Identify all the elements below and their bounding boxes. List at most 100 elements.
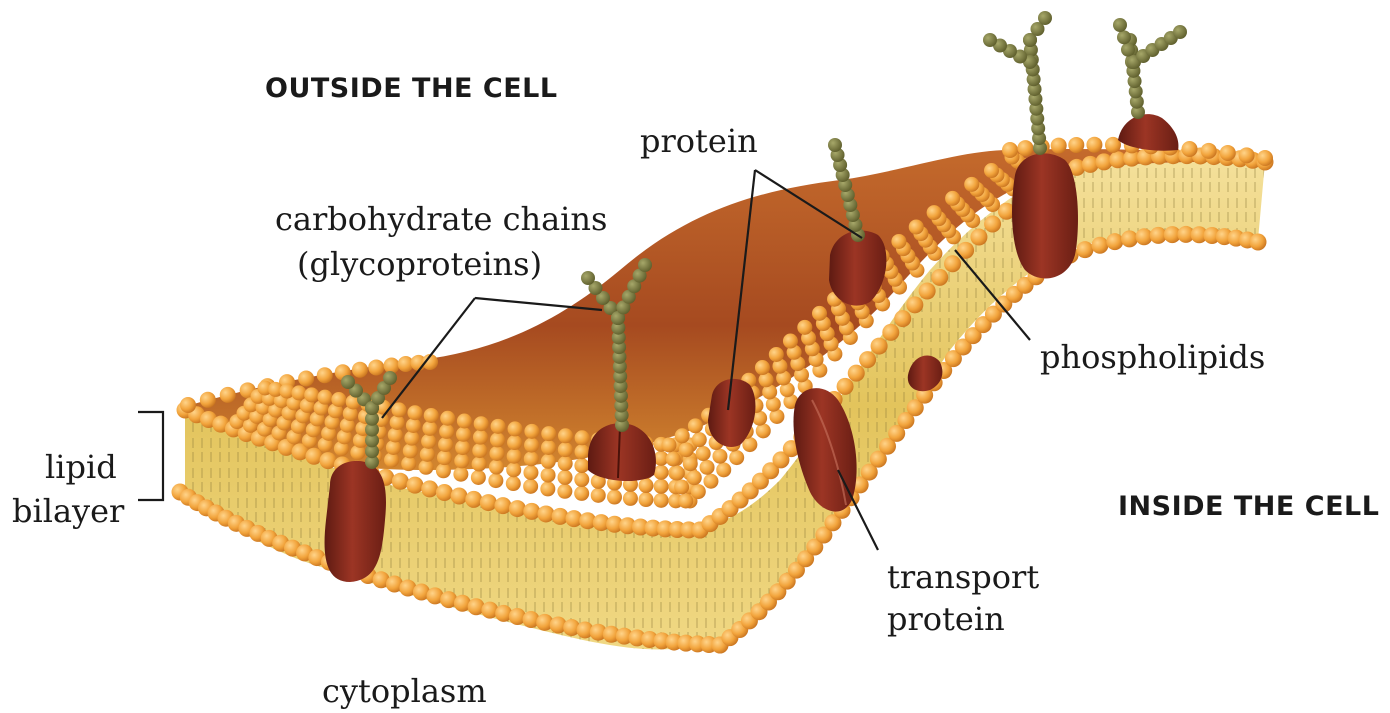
phospholipid-head bbox=[436, 484, 453, 501]
phospholipid-head bbox=[421, 480, 438, 497]
phospholipid-head bbox=[1121, 230, 1138, 247]
phospholipid-head bbox=[494, 497, 511, 514]
phospholipid-head bbox=[507, 421, 522, 436]
sugar-bead bbox=[1121, 43, 1135, 57]
phospholipid-head bbox=[558, 456, 573, 471]
phospholipid-head bbox=[440, 411, 455, 426]
phospholipid-head bbox=[909, 219, 924, 234]
sugar-bead bbox=[1117, 30, 1131, 44]
phospholipid-head bbox=[437, 450, 452, 465]
phospholipid-head bbox=[894, 310, 911, 327]
label-transport: transport bbox=[887, 558, 1039, 596]
phospholipid-head bbox=[451, 487, 468, 504]
phospholipid-head bbox=[1076, 241, 1093, 258]
phospholipid-head bbox=[489, 460, 504, 475]
phospholipid-head bbox=[304, 387, 319, 402]
sugar-bead bbox=[341, 375, 355, 389]
phospholipid-head bbox=[756, 423, 771, 438]
label-protein: protein bbox=[640, 122, 758, 160]
phospholipid-head bbox=[654, 465, 669, 480]
sugar-bead bbox=[983, 33, 997, 47]
phospholipid-head bbox=[1091, 237, 1108, 254]
phospholipid-head bbox=[654, 479, 669, 494]
phospholipid-head bbox=[964, 177, 979, 192]
phospholipid-head bbox=[557, 484, 572, 499]
phospholipid-head bbox=[712, 449, 727, 464]
phospholipid-head bbox=[541, 454, 556, 469]
phospholipid-head bbox=[837, 378, 854, 395]
phospholipid-head bbox=[783, 334, 798, 349]
phospholipid-head bbox=[687, 470, 702, 485]
phospholipid-head bbox=[506, 462, 521, 477]
label-carbohydrate-chains: carbohydrate chains bbox=[275, 200, 607, 238]
phospholipid-head bbox=[859, 351, 876, 368]
phospholipid-head bbox=[474, 416, 489, 431]
phospholipid-head bbox=[541, 468, 556, 483]
phospholipid-head bbox=[1250, 234, 1267, 251]
phospholipid-head bbox=[392, 473, 409, 490]
phospholipid-head bbox=[436, 463, 451, 478]
label-cytoplasm: cytoplasm bbox=[322, 672, 487, 710]
phospholipid-head bbox=[540, 481, 555, 496]
phospholipid-head bbox=[506, 476, 521, 491]
phospholipid-head bbox=[703, 474, 718, 489]
phospholipid-head bbox=[419, 460, 434, 475]
phospholipid-head bbox=[716, 462, 731, 477]
phospholipid-head bbox=[406, 418, 421, 433]
phospholipid-head bbox=[691, 484, 706, 499]
phospholipid-head bbox=[541, 426, 556, 441]
protein-right bbox=[1012, 153, 1078, 278]
phospholipid-head bbox=[638, 492, 653, 507]
phospholipid-head bbox=[678, 494, 693, 509]
phospholipid-head bbox=[523, 503, 540, 520]
phospholipid-head bbox=[407, 405, 422, 420]
phospholipid-head bbox=[454, 453, 469, 468]
phospholipid-head bbox=[692, 432, 707, 447]
sugar-bead bbox=[1173, 25, 1187, 39]
phospholipid-head bbox=[683, 456, 698, 471]
sugar-bead bbox=[383, 371, 397, 385]
phospholipid-head bbox=[220, 387, 236, 403]
phospholipid-head bbox=[507, 449, 522, 464]
sugar-bead bbox=[638, 258, 652, 272]
phospholipid-head bbox=[491, 419, 506, 434]
phospholipid-head bbox=[1201, 143, 1217, 159]
phospholipid-head bbox=[524, 424, 539, 439]
phospholipid-head bbox=[1182, 141, 1198, 157]
phospholipid-head bbox=[944, 255, 961, 272]
phospholipid-head bbox=[352, 362, 368, 378]
phospholipid-head bbox=[471, 470, 486, 485]
phospholipid-head bbox=[638, 478, 653, 493]
phospholipid-head bbox=[984, 216, 1001, 233]
label-glycoproteins: (glycoproteins) bbox=[297, 245, 542, 283]
phospholipid-head bbox=[473, 430, 488, 445]
phospholipid-head bbox=[472, 457, 487, 472]
phospholipid-head bbox=[666, 452, 681, 467]
phospholipid-head bbox=[984, 163, 999, 178]
phospholipid-head bbox=[384, 358, 400, 374]
phospholipid-head bbox=[591, 488, 606, 503]
phospholipid-head bbox=[524, 438, 539, 453]
phospholipid-head bbox=[970, 229, 987, 246]
phospholipid-head bbox=[317, 390, 332, 405]
phospholipid-head bbox=[523, 479, 538, 494]
label-lipid: lipid bbox=[45, 448, 117, 486]
phospholipid-head bbox=[1017, 140, 1033, 156]
phospholipid-head bbox=[472, 443, 487, 458]
phospholipid-head bbox=[607, 490, 622, 505]
sugar-bead bbox=[581, 271, 595, 285]
phospholipid-head bbox=[945, 191, 960, 206]
phospholipid-head bbox=[574, 472, 589, 487]
phospholipid-head bbox=[291, 385, 306, 400]
phospholipid-head bbox=[574, 458, 589, 473]
phospholipid-head bbox=[1220, 145, 1236, 161]
phospholipid-head bbox=[1239, 147, 1255, 163]
phospholipid-head bbox=[654, 493, 669, 508]
phospholipid-head bbox=[679, 442, 694, 457]
phospholipid-head bbox=[623, 491, 638, 506]
phospholipid-head bbox=[755, 360, 770, 375]
phospholipid-head bbox=[675, 428, 690, 443]
phospholipid-head bbox=[456, 427, 471, 442]
label-inside-the-cell: INSIDE THE CELL bbox=[1118, 491, 1379, 522]
phospholipid-head bbox=[871, 338, 888, 355]
